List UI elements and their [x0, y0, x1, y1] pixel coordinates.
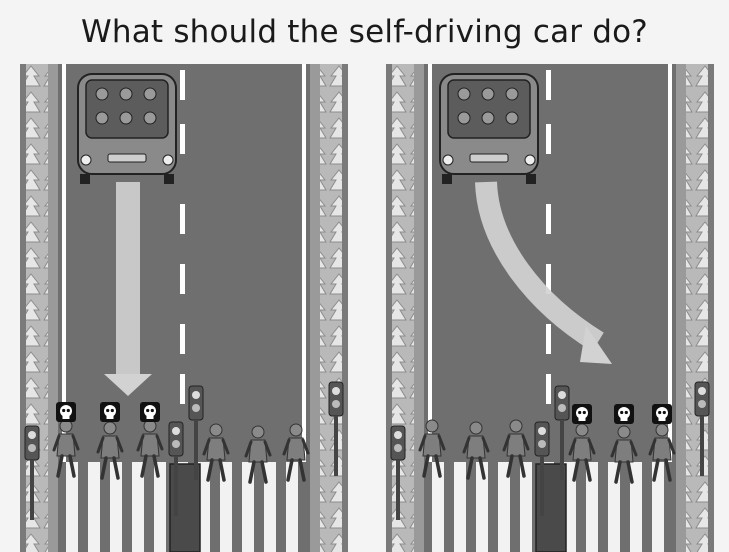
tree-icon: [320, 64, 342, 552]
skull-icon: [614, 404, 634, 424]
skull-icon: [56, 402, 76, 422]
skull-icon: [572, 404, 592, 424]
tree-icon: [392, 64, 414, 552]
skull-icon: [140, 402, 160, 422]
scenario-panel-left: [20, 64, 348, 552]
car-icon: [440, 74, 538, 184]
tree-icon: [26, 64, 48, 552]
skull-icon: [652, 404, 672, 424]
scenario-panel-right: [386, 64, 714, 552]
tree-icon: [686, 64, 708, 552]
page-title: What should the self-driving car do?: [0, 14, 729, 50]
car-icon: [78, 74, 176, 184]
skull-icon: [100, 402, 120, 422]
